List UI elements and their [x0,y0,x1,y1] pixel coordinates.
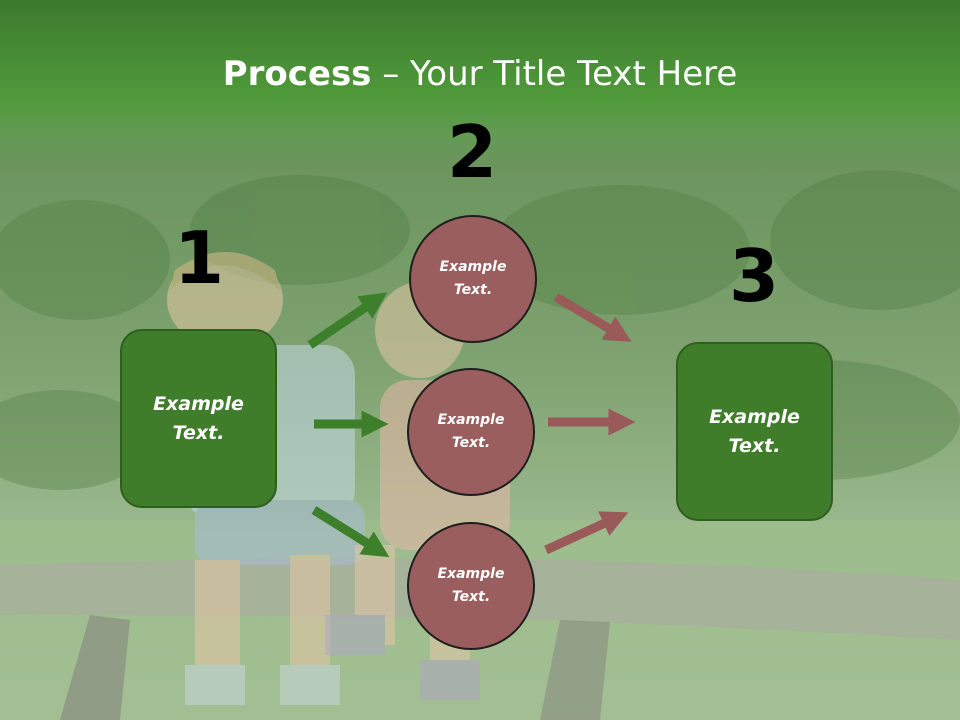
title-band [0,0,960,165]
circle-bottom-text: Example Text. [437,566,505,605]
arrow-green-up [307,292,388,349]
arrow-green-down [311,506,390,558]
step-number-2: 2 [446,110,498,194]
title-bold: Process [222,54,372,94]
slide-title: Process – Your Title Text Here [0,50,960,98]
title-rest: – Your Title Text Here [371,54,738,94]
arrow-red-up [544,511,629,555]
arrow-red-down [553,293,632,342]
right-box-text: Example Text. [709,405,800,457]
circle-middle-text: Example Text. [437,412,505,451]
circle-bottom: Example Text. [407,522,535,650]
left-box-text: Example Text. [153,392,244,444]
step-number-3: 3 [728,234,780,318]
step-number-1: 1 [173,216,225,300]
circle-top: Example Text. [409,215,537,343]
left-process-box: Example Text. [120,329,277,508]
right-process-box: Example Text. [676,342,833,521]
circle-middle: Example Text. [407,368,535,496]
circle-top-text: Example Text. [439,259,507,298]
